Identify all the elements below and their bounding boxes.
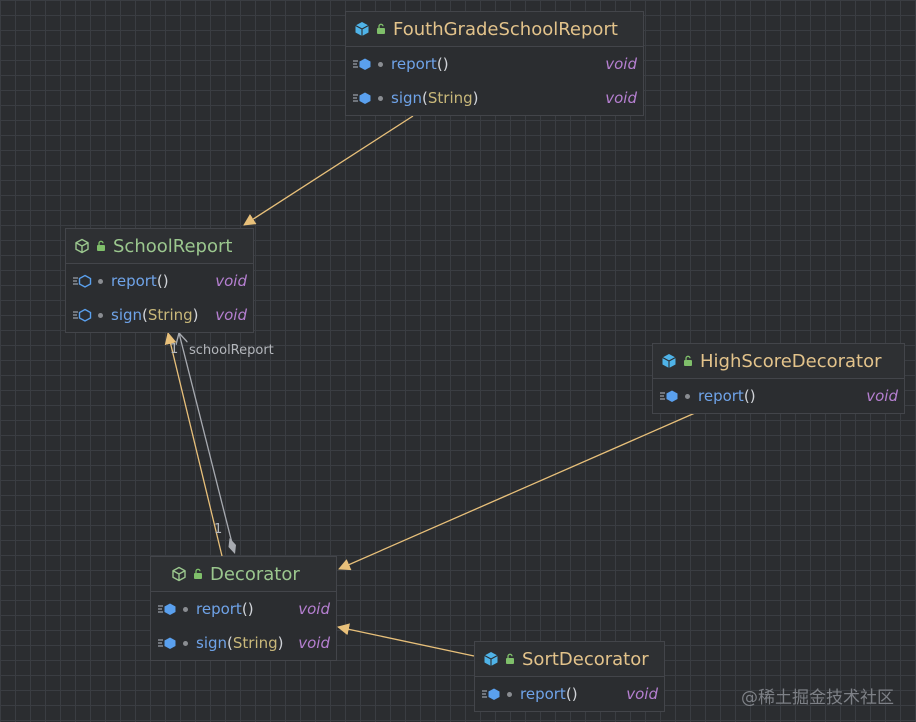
node-school-report[interactable]: SchoolReport report() void sign(String) …: [65, 228, 254, 333]
node-high-score-decorator[interactable]: HighScoreDecorator report() void: [652, 343, 905, 414]
method-row-sign[interactable]: sign(String) void: [66, 298, 253, 332]
paren-open: (: [565, 685, 572, 703]
method-icon: [660, 390, 678, 402]
node-title: HighScoreDecorator: [700, 350, 882, 372]
return-type: void: [626, 685, 658, 703]
node-title: Decorator: [210, 563, 300, 585]
paren-open: (: [422, 89, 428, 107]
return-type: void: [215, 272, 247, 290]
visibility-dot-icon: [98, 312, 103, 318]
edge-fouth-to-school: [243, 115, 414, 226]
interface-icon: [75, 238, 89, 254]
method-icon: [73, 274, 92, 288]
paren-close: ): [192, 306, 199, 324]
return-type: void: [215, 306, 247, 324]
edge-composition-schoolreport: [179, 333, 233, 544]
method-icon: [353, 58, 371, 70]
visibility-dot-icon: [507, 691, 512, 697]
visibility-dot-icon: [183, 606, 188, 612]
method-row-report[interactable]: report() void: [151, 592, 336, 626]
method-row-report[interactable]: report() void: [346, 47, 643, 81]
paren-close: ): [247, 600, 254, 618]
method-row-report[interactable]: report() void: [653, 379, 904, 413]
paren-open: (: [241, 600, 248, 618]
visibility-dot-icon: [98, 278, 103, 284]
edge-sort-to-decorator: [337, 623, 475, 657]
method-name: report: [520, 685, 566, 703]
node-title: SchoolReport: [113, 235, 233, 257]
visibility-dot-icon: [685, 393, 690, 399]
method-name: report: [111, 272, 157, 290]
method-name: report: [196, 600, 242, 618]
method-icon: [73, 308, 92, 322]
param: String: [427, 89, 473, 107]
public-lock-icon: [684, 355, 692, 366]
method-name: report: [698, 387, 744, 405]
edge-high-to-decorator: [338, 412, 696, 571]
composition-diamond-icon: [228, 538, 236, 554]
visibility-dot-icon: [378, 95, 383, 101]
node-fouth-grade-school-report[interactable]: FouthGradeSchoolReport report() void sig…: [345, 11, 644, 116]
paren-close: ): [749, 387, 756, 405]
method-icon: [158, 603, 176, 615]
paren-close: ): [472, 89, 479, 107]
return-type: void: [605, 55, 637, 73]
class-icon: [484, 652, 498, 666]
paren-close: ): [162, 272, 169, 290]
public-lock-icon: [97, 240, 105, 251]
method-icon: [353, 92, 371, 104]
paren-close: ): [442, 55, 449, 73]
paren-open: (: [156, 272, 163, 290]
paren-open: (: [142, 306, 148, 324]
method-row-report[interactable]: report() void: [66, 264, 253, 298]
return-type: void: [298, 600, 330, 618]
multiplicity-bottom: 1: [214, 522, 223, 537]
composition-label: schoolReport: [189, 343, 274, 358]
method-icon: [482, 688, 500, 700]
class-icon: [662, 354, 676, 368]
method-row-report[interactable]: report() void: [475, 677, 664, 711]
method-row-sign[interactable]: sign(String) void: [151, 626, 336, 660]
visibility-dot-icon: [378, 61, 383, 67]
method-name: sign: [391, 89, 423, 107]
return-type: void: [298, 634, 330, 652]
node-title: FouthGradeSchoolReport: [393, 18, 618, 40]
return-type: void: [866, 387, 898, 405]
node-sort-decorator[interactable]: SortDecorator report() void: [474, 641, 665, 712]
return-type: void: [605, 89, 637, 107]
param: String: [232, 634, 278, 652]
paren-close: ): [571, 685, 578, 703]
class-icon: [355, 22, 369, 36]
paren-open: (: [436, 55, 443, 73]
method-name: report: [391, 55, 437, 73]
public-lock-icon: [506, 653, 514, 664]
edge-decorator-to-school: [164, 332, 223, 557]
method-row-sign[interactable]: sign(String) void: [346, 81, 643, 115]
node-decorator[interactable]: Decorator report() void sign(String) voi…: [150, 556, 337, 661]
public-lock-icon: [377, 23, 385, 34]
paren-open: (: [227, 634, 233, 652]
interface-icon: [172, 566, 186, 582]
watermark: @稀土掘金技术社区: [741, 688, 894, 708]
node-title: SortDecorator: [522, 648, 649, 670]
paren-close: ): [277, 634, 284, 652]
paren-open: (: [743, 387, 750, 405]
method-icon: [158, 637, 176, 649]
param: String: [147, 306, 193, 324]
multiplicity-top: 1: [170, 342, 179, 357]
visibility-dot-icon: [183, 640, 188, 646]
method-name: sign: [111, 306, 143, 324]
method-name: sign: [196, 634, 228, 652]
public-lock-icon: [194, 568, 202, 579]
